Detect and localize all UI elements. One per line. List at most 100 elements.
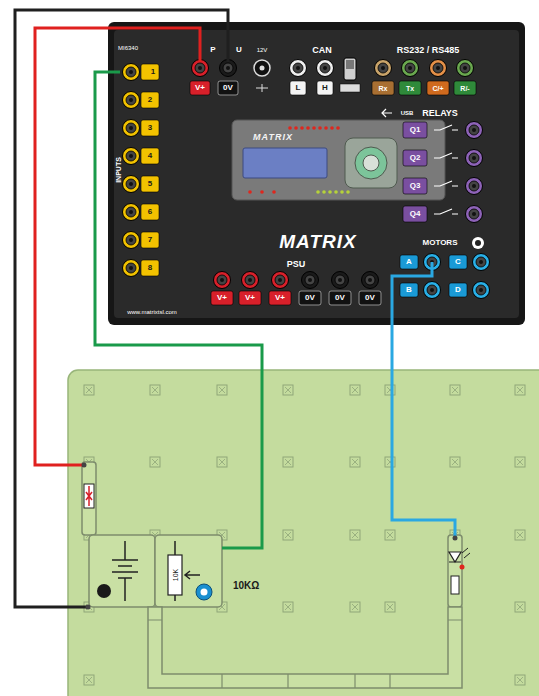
board-marker [285,387,291,393]
relay-tag [403,178,427,194]
board-marker [283,602,293,612]
input-tag [141,64,159,80]
resistor-symbol [340,84,360,92]
input-jack [129,210,133,214]
status-led [312,126,316,130]
relay-jack [466,206,483,223]
relay-jack [466,178,483,195]
keypad-ring [355,147,387,179]
led-indicator [460,565,465,570]
status-led [340,190,344,194]
psu-tag [299,291,321,305]
board-marker [515,675,525,685]
relay-jack [472,156,476,160]
serial-jack [381,66,385,70]
input-jack [129,238,133,242]
section-label: RELAYS [422,109,458,118]
motor-jack [479,260,483,264]
input-jack [123,176,140,193]
board-marker [283,457,293,467]
base-board [68,370,539,696]
psu-jack [214,272,231,289]
relay-jack [466,150,483,167]
terminal-label: H [322,84,328,92]
motor-jack [430,288,434,292]
board-marker [217,385,227,395]
board-marker [452,387,458,393]
psu-tag [211,291,233,305]
board-marker [150,385,160,395]
board-marker [352,532,358,538]
section-label: P [210,46,215,54]
relay-label: Q4 [410,210,421,218]
board-marker [515,530,525,540]
board-marker [285,532,291,538]
board-marker [350,530,360,540]
relay-tag [403,122,427,138]
motor-label: D [455,286,461,294]
board-marker [352,459,358,465]
controller-housing [108,22,525,325]
relay-tag [403,206,427,222]
fuse-symbol [84,484,94,508]
resistor-symbol [451,576,459,594]
terminal-label: 0V [365,294,375,302]
psu-tag [359,291,381,305]
board-marker [452,459,458,465]
lcd-screen [243,148,327,178]
psu-jack [245,275,255,285]
green-wire [95,72,262,548]
battery-carrier [89,535,155,607]
track-joint [287,674,288,688]
power-jack [192,60,209,77]
web-address: www.matrixtsl.com [127,309,177,315]
terminal-label: 12V [257,47,268,53]
relay-jack [472,128,476,132]
input-jack [129,126,133,130]
input-jack [126,179,136,189]
serial-jack [436,66,440,70]
display-panel [232,120,445,200]
input-jack [126,95,136,105]
wire-end [82,463,87,468]
input-jack [126,123,136,133]
battery-symbol [112,541,138,601]
power-jack [223,63,233,73]
terminal-label: Tx [406,85,414,92]
psu-jack [365,275,375,285]
led-symbol [462,548,470,558]
board-marker [385,602,395,612]
relay-jack [469,153,479,163]
input-jack [123,260,140,277]
board-marker [387,604,393,610]
psu-jack [275,275,285,285]
board-marker [387,532,393,538]
psu-jack [308,278,312,282]
input-tag [141,176,159,192]
fuse-symbol [86,486,92,506]
motor-jack [476,285,486,295]
motor-jack [473,254,490,271]
led-symbol [449,552,461,562]
input-number: 3 [148,124,152,132]
psu-jack [335,275,345,285]
board-marker [84,385,94,395]
can-jack [293,63,303,73]
motor-label: A [406,258,412,266]
black-wire [15,10,228,607]
motor-tag [400,283,418,297]
relay-contact [434,153,458,158]
motor-jack [424,282,441,299]
input-jack [129,154,133,158]
serial-jack [405,63,415,73]
board-marker [84,675,94,685]
serial-jack [463,66,467,70]
input-jack [123,92,140,109]
model-number: MI6340 [118,45,138,51]
terminal-label: V+ [245,294,255,302]
power-jack [226,66,230,70]
terminator-switch [346,60,354,69]
psu-jack [332,272,349,289]
